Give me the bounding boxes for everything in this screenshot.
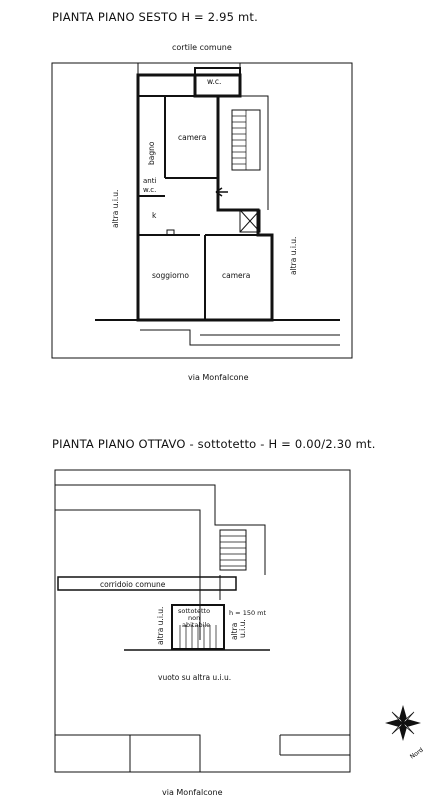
plan6-title: PIANTA PIANO SESTO H = 2.95 mt. bbox=[52, 10, 258, 24]
corridoio bbox=[57, 576, 237, 591]
antiwc-label: anti bbox=[143, 177, 156, 185]
compass-label: Nord bbox=[409, 746, 424, 760]
altra-left-8: altra u.i.u. bbox=[156, 607, 165, 645]
sottotetto-label-1: sottotetto bbox=[178, 607, 210, 615]
h-note: h = 150 mt bbox=[229, 609, 267, 617]
compass-icon: Nord bbox=[385, 705, 424, 761]
kitchen-label: k bbox=[152, 211, 157, 220]
altra-right-8-1: altra bbox=[230, 623, 239, 640]
vuoto-label: vuoto su altra u.i.u. bbox=[158, 673, 231, 682]
altra-right-6: altra u.i.u. bbox=[289, 237, 298, 275]
sottotetto-label-2: non bbox=[188, 614, 200, 622]
altra-right-8-2: u.i.u. bbox=[238, 619, 247, 638]
courtyard-label: cortile comune bbox=[172, 43, 232, 52]
plan6-context-outline bbox=[51, 62, 353, 359]
room-camera-bottom: camera bbox=[222, 271, 250, 280]
entrance-arrow bbox=[215, 187, 228, 197]
street-8: via Monfalcone bbox=[162, 788, 223, 797]
altra-left-6: altra u.i.u. bbox=[111, 190, 120, 228]
street-6: via Monfalcone bbox=[188, 373, 249, 382]
antiwc-label-2: w.c. bbox=[143, 186, 156, 194]
room-soggiorno: soggiorno bbox=[152, 271, 189, 280]
stairs-plan8 bbox=[219, 529, 247, 571]
plan8-title: PIANTA PIANO OTTAVO - sottotetto - H = 0… bbox=[52, 437, 376, 451]
sottotetto-label-3: abitabile bbox=[182, 621, 210, 629]
room-camera-top: camera bbox=[178, 133, 206, 142]
corridoio-label: corridoio comune bbox=[100, 580, 166, 589]
room-bagno: bagno bbox=[147, 141, 156, 165]
elevator-plan6 bbox=[239, 209, 261, 233]
wc-top-label: w.c. bbox=[207, 77, 221, 86]
plan8-context-outline bbox=[54, 469, 351, 773]
wc-top-box bbox=[194, 67, 241, 97]
